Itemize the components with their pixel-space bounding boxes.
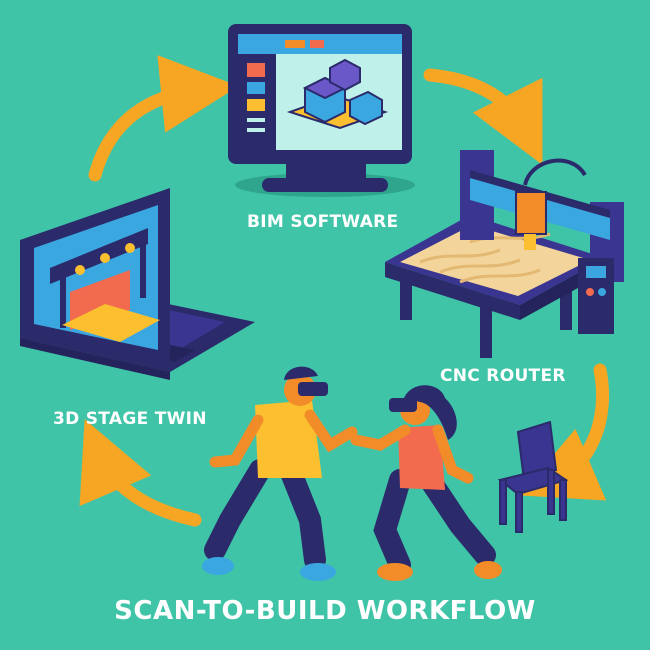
bim-monitor-icon	[228, 24, 415, 197]
laptop-stage-icon	[20, 188, 255, 380]
arrow-bim-to-cnc	[423, 68, 543, 165]
arrow-twin-to-bim	[88, 55, 239, 182]
cnc-router-label: CNC ROUTER	[440, 366, 566, 386]
cycle-arrow-icon	[79, 55, 610, 527]
page-title: SCAN-TO-BUILD WORKFLOW	[114, 596, 536, 626]
chair-icon	[497, 420, 569, 533]
vr-dancers-icon	[202, 366, 502, 581]
bim-software-label: BIM SOFTWARE	[247, 212, 399, 232]
stage-twin-label: 3D STAGE TWIN	[53, 409, 207, 429]
cnc-router-icon	[385, 150, 624, 358]
arrow-cnc-to-chair	[519, 363, 610, 501]
arrow-dancers-to-twin	[79, 419, 202, 527]
